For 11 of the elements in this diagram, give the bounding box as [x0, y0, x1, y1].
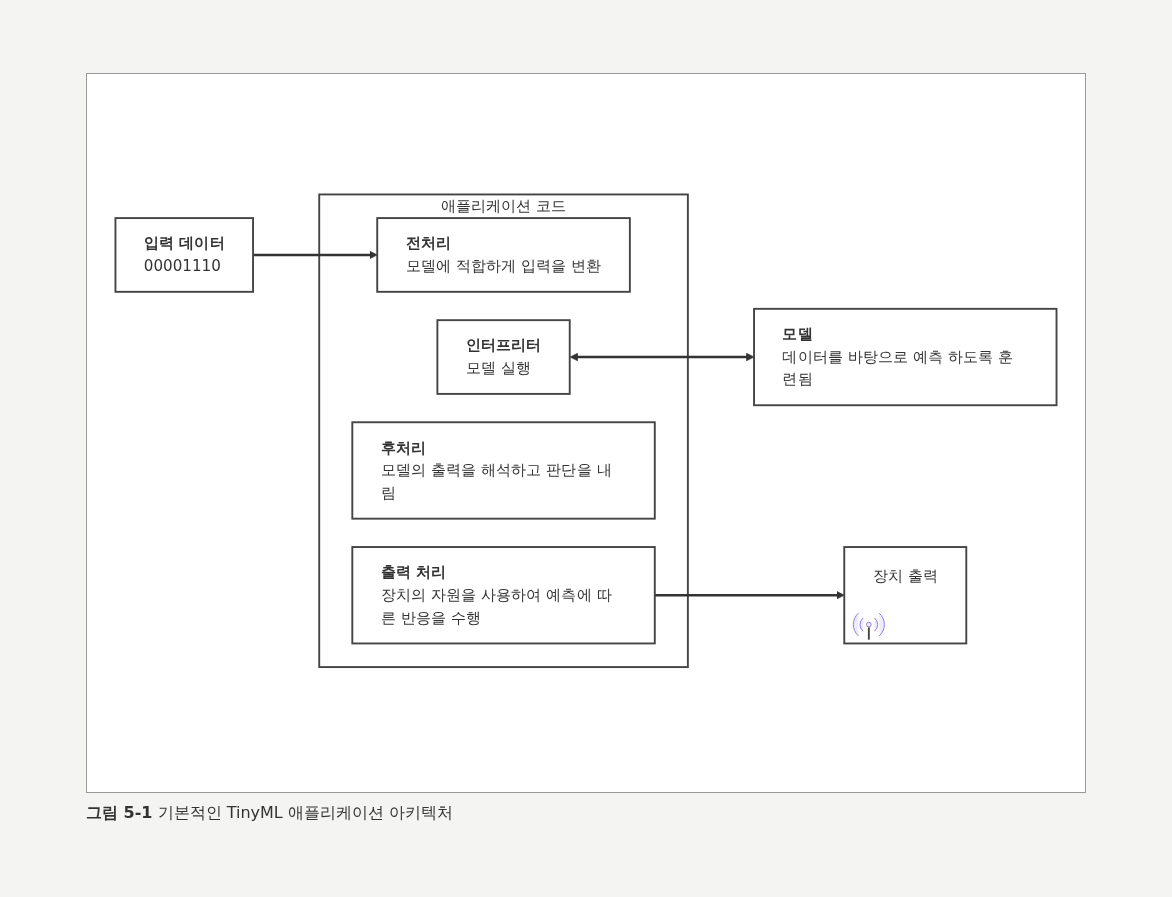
- node-box: 전처리 모델에 적합하게 입력을 변환: [376, 217, 631, 293]
- arrow: [569, 353, 755, 362]
- arrow: [253, 251, 378, 260]
- node-box: 장치 출력: [843, 546, 968, 645]
- figure-caption: 그림 5-1 기본적인 TinyML 애플리케이션 아키텍처: [86, 803, 454, 824]
- node-box: 모델 데이터를 바탕으로 예측 하도록 훈련됨: [753, 308, 1058, 407]
- node-box: 인터프리터 모델 실행: [436, 319, 571, 396]
- node-box: 입력 데이터 00001110: [114, 217, 254, 293]
- arrow: [654, 591, 845, 600]
- node-box: 출력 처리 장치의 자원을 사용하여 예측에 따른 반응을 수행: [351, 546, 656, 645]
- node-box: 후처리 모델의 출력을 해석하고 판단을 내림: [351, 421, 656, 520]
